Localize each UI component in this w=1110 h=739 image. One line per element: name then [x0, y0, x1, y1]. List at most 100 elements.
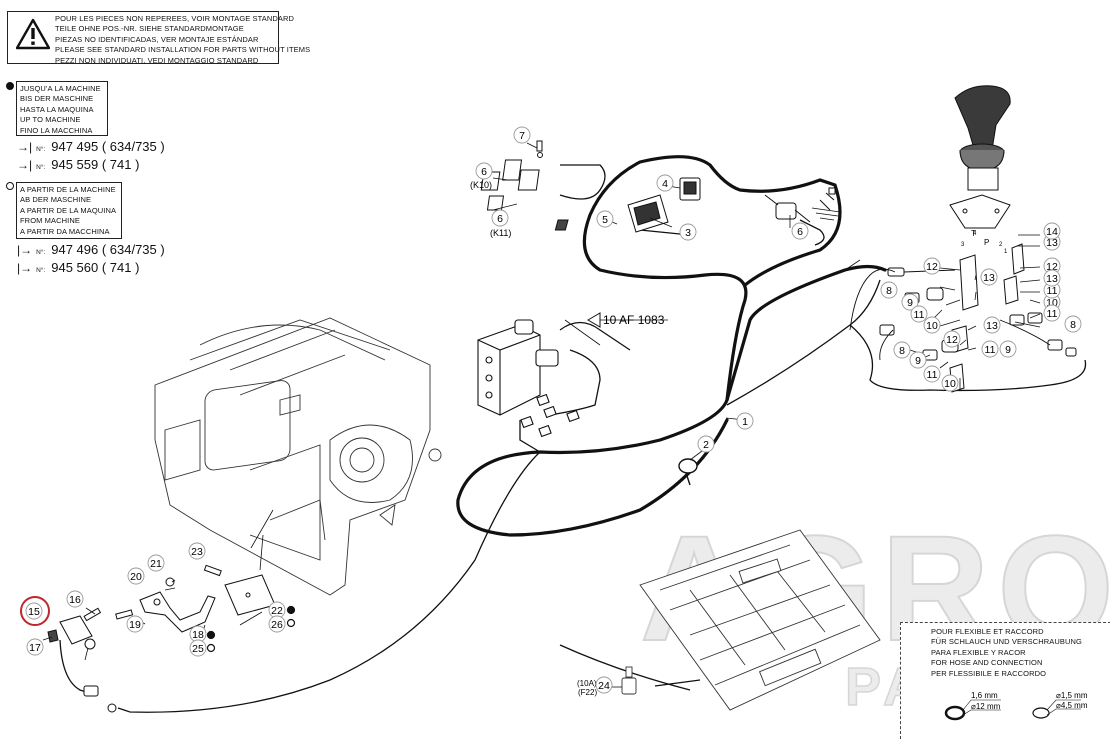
part-number-9[interactable]: 9 [999, 340, 1017, 358]
fuse-label-amp: (10A) [577, 679, 597, 688]
part-number-circle [491, 209, 509, 227]
part-number-11[interactable]: 11 [1043, 304, 1061, 322]
bracket-assembly [47, 564, 276, 713]
part-number-label: 12 [926, 261, 938, 273]
from-machine-line: A PARTIR DA MACCHINA [20, 226, 110, 236]
part-number-9[interactable]: 9 [901, 293, 919, 311]
part-number-13[interactable]: 13 [983, 316, 1001, 334]
serial-number: 947 496 ( 634/735 ) [51, 242, 165, 257]
part-number-16[interactable]: 16 [66, 590, 84, 608]
port-label-3: 3 [961, 242, 965, 248]
seal-thickness: 1,6 mm [971, 691, 998, 700]
part-number-18[interactable]: 18 [189, 625, 207, 643]
part-number-label: 9 [915, 355, 921, 367]
part-number-circle [901, 293, 919, 311]
part-number-3[interactable]: 3 [679, 223, 697, 241]
part-number-circle [596, 210, 614, 228]
hose-note-line: FOR HOSE AND CONNECTION [931, 658, 1043, 668]
reference-callout-text: 10 AF 1083 [603, 313, 665, 327]
part-number-circle [923, 365, 941, 383]
part-number-circle [941, 374, 959, 392]
up-to-machine-line: FINO LA MACCHINA [20, 125, 93, 135]
warning-line: POUR LES PIECES NON REPEREES, VOIR MONTA… [55, 14, 295, 23]
part-number-12[interactable]: 12 [923, 257, 941, 275]
part-number-label: 17 [29, 642, 41, 654]
part-number-25[interactable]: 25 [189, 639, 207, 657]
part-number-15[interactable]: 15 [25, 602, 43, 620]
part-number-label: 22 [271, 605, 283, 617]
part-number-label: 11 [985, 344, 996, 356]
warning-line: PLEASE SEE STANDARD INSTALLATION FOR PAR… [55, 45, 311, 55]
part-number-label: 12 [1046, 261, 1058, 273]
part-number-circle [999, 340, 1017, 358]
part-number-label: 2 [703, 439, 709, 451]
part-number-20[interactable]: 20 [127, 567, 145, 585]
part-number-7[interactable]: 7 [513, 126, 531, 144]
part-number-circle [66, 590, 84, 608]
up-to-machine-line: HASTA LA MAQUINA [20, 104, 94, 114]
rocker-switch-assembly [554, 177, 701, 233]
from-machine-line: A PARTIR DE LA MAQUINA [20, 205, 117, 215]
main-harness-cable [456, 155, 887, 537]
relay-label-k11: (K11) [490, 228, 511, 238]
part-number-circle [736, 412, 754, 430]
part-number-label: 19 [129, 619, 141, 631]
part-number-17[interactable]: 17 [26, 638, 44, 656]
part-number-10[interactable]: 10 [941, 374, 959, 392]
up-to-machine-line: JUSQU'A LA MACHINE [20, 84, 101, 93]
up-to-machine-box: JUSQU'A LA MACHINE BIS DER MASCHINE HAST… [16, 81, 108, 136]
part-number-14[interactable]: 14 [1043, 222, 1061, 240]
part-number-26[interactable]: 26 [268, 615, 286, 633]
part-number-label: 6 [497, 213, 503, 225]
part-number-6[interactable]: 6 [475, 162, 493, 180]
part-number-12[interactable]: 12 [1043, 257, 1061, 275]
serial-row-from: |→ N°: 947 496 ( 634/735 ) [17, 242, 165, 257]
part-number-circle [656, 174, 674, 192]
part-number-8[interactable]: 8 [893, 341, 911, 359]
part-number-circle [475, 162, 493, 180]
relay-label-k10: (K10) [470, 180, 492, 190]
ring-diameter: ⌀4,5 mm [1056, 701, 1088, 710]
part-number-circle [127, 567, 145, 585]
part-number-13[interactable]: 13 [980, 268, 998, 286]
warning-triangle-icon [16, 18, 50, 50]
part-number-24[interactable]: 24 [595, 676, 613, 694]
serial-prefix: N°: [36, 146, 46, 153]
serial-row-up-to: →| N°: 945 559 ( 741 ) [17, 157, 139, 172]
port-label-2: 2 [999, 242, 1003, 248]
part-number-19[interactable]: 19 [126, 615, 144, 633]
from-machine-line: AB DER MASCHINE [20, 195, 92, 205]
part-number-circle [513, 126, 531, 144]
reference-callout: 10 AF 1083 [564, 312, 668, 346]
part-number-6[interactable]: 6 [491, 209, 509, 227]
part-number-label: 6 [481, 166, 487, 178]
part-number-label: 11 [1047, 285, 1058, 297]
part-number-circle [679, 223, 697, 241]
part-number-8[interactable]: 8 [880, 281, 898, 299]
part-number-2[interactable]: 2 [697, 435, 715, 453]
part-number-11[interactable]: 11 [981, 340, 999, 358]
part-number-8[interactable]: 8 [1064, 315, 1082, 333]
part-number-11[interactable]: 11 [910, 305, 928, 323]
part-number-13[interactable]: 13 [1043, 269, 1061, 287]
bar-to-arrow-icon: |→ [17, 243, 33, 257]
part-number-label: 8 [899, 345, 905, 357]
arrow-to-bar-icon: →| [17, 140, 33, 154]
part-number-10[interactable]: 10 [923, 316, 941, 334]
part-number-6[interactable]: 6 [791, 222, 809, 240]
part-number-5[interactable]: 5 [596, 210, 614, 228]
part-number-12[interactable]: 12 [943, 330, 961, 348]
seal-diameter: ⌀12 mm [971, 702, 1001, 711]
part-number-1[interactable]: 1 [736, 412, 754, 430]
part-number-11[interactable]: 11 [923, 365, 941, 383]
part-number-4[interactable]: 4 [656, 174, 674, 192]
hose-note-text: POUR FLEXIBLE ET RACCORD FÜR SCHLAUCH UN… [931, 627, 1082, 679]
part-number-21[interactable]: 21 [147, 554, 165, 572]
part-number-label: 7 [519, 130, 525, 142]
part-number-label: 5 [602, 214, 608, 226]
part-number-9[interactable]: 9 [909, 351, 927, 369]
part-number-23[interactable]: 23 [188, 542, 206, 560]
part-number-circle [1043, 304, 1061, 322]
part-number-22[interactable]: 22 [268, 601, 286, 619]
hose-note-line: FÜR SCHLAUCH UND VERSCHRAUBUNG [931, 637, 1082, 647]
